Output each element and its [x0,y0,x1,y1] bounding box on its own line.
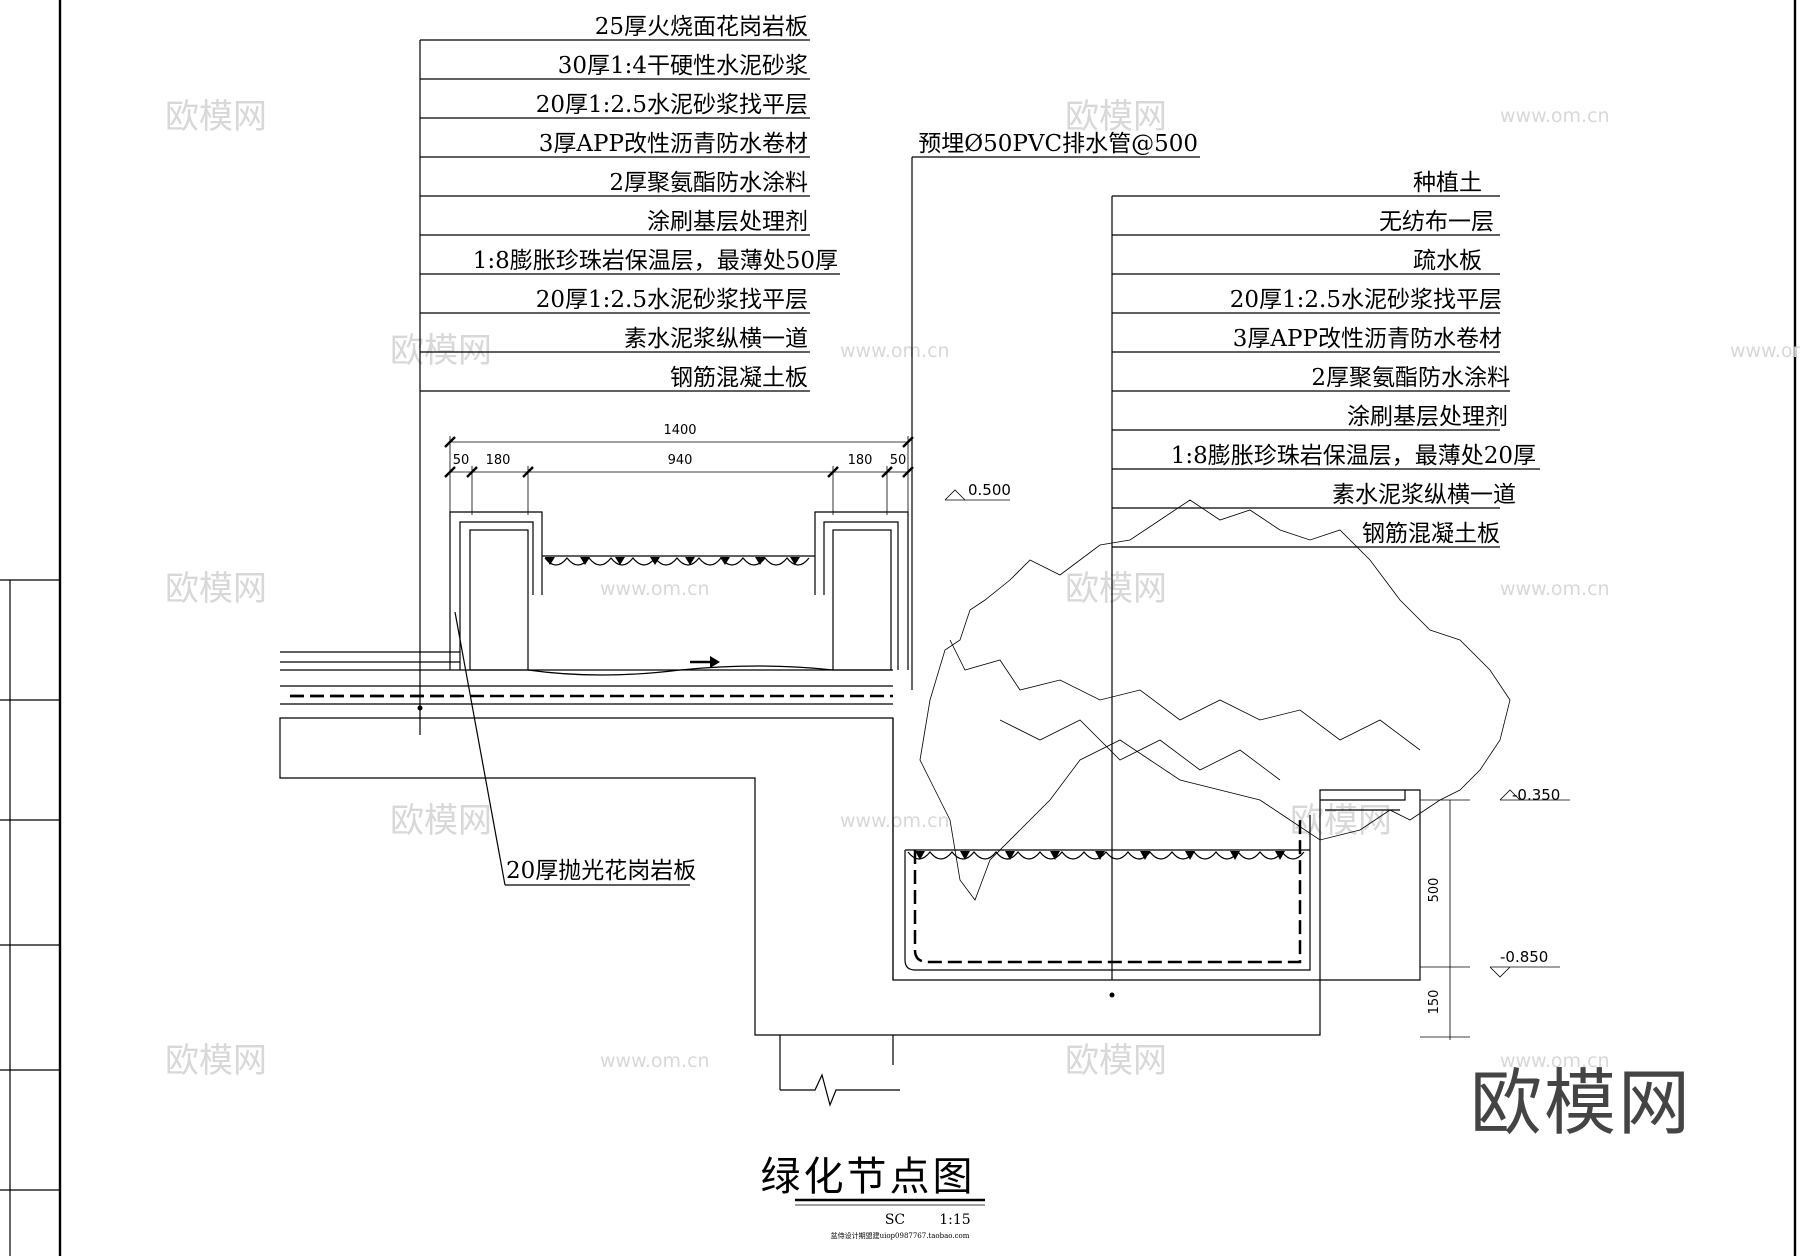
watermark-logo: 欧模网 [165,97,267,137]
left-label-10: 钢筋混凝土板 [670,365,808,391]
slab-break [779,1035,900,1107]
right-label-10: 钢筋混凝土板 [1362,521,1500,547]
left-label-1: 25厚火烧面花岗岩板 [595,14,808,40]
right-label-3: 疏水板 [1413,248,1482,274]
drainage-board-left [527,555,834,676]
waterproof-line-right [913,820,1302,964]
elevation-m0850: -0.850 [1500,948,1548,966]
pipe-label: 预埋Ø50PVC排水管@500 [918,131,1198,157]
vertical-dimensions: 500 150 [1420,799,1470,1040]
left-label-7: 1:8膨胀珍珠岩保温层，最薄处50厚 [473,248,838,274]
watermark-logo: 欧模网 [1290,801,1392,841]
right-label-1: 种植土 [1413,170,1482,196]
right-callouts: 种植土 无纺布一层 疏水板 20厚1:2.5水泥砂浆找平层 3厚APP改性沥青防… [1109,170,1540,998]
scale-value: 1:15 [939,1212,970,1228]
planter-right [892,718,1406,980]
watermark-logo: 欧模网 [1065,97,1167,137]
bottom-callout: 20厚抛光花岗岩板 [454,611,696,886]
watermark-url: www.om.cn [1730,340,1800,362]
elevation-m0350: -0.350 [1512,786,1560,804]
elevation-0500: 0.500 [968,481,1011,499]
watermark-url: www.om.cn [1500,1050,1610,1072]
page-title: 绿化节点图 [761,1154,976,1200]
watermarks: 欧模网 欧模网 www.om.cn 欧模网 www.om.cn www.om.c… [165,97,1800,1145]
left-label-2: 30厚1:4干硬性水泥砂浆 [558,53,808,79]
planter-wall-right [832,529,892,671]
scale-code: SC [885,1212,905,1228]
watermark-logo-large: 欧模网 [1470,1061,1692,1145]
watermark-url: www.om.cn [1500,105,1610,127]
right-label-2: 无纺布一层 [1379,209,1494,235]
watermark-logo: 欧模网 [390,801,492,841]
watermark-url: www.om.cn [1500,578,1610,600]
dim-50-right: 50 [890,453,907,468]
dimension-chain: 1400 50 180 940 180 50 [444,423,914,515]
left-label-6: 涂刷基层处理剂 [647,209,808,235]
vegetation-outline [919,499,1511,901]
watermark-url: www.om.cn [600,1050,710,1072]
left-label-8: 20厚1:2.5水泥砂浆找平层 [536,287,808,313]
watermark-logo: 欧模网 [165,1041,267,1081]
watermark-url: www.om.cn [840,340,950,362]
watermark-logo: 欧模网 [1065,569,1167,609]
dim-180-left: 180 [486,453,511,468]
right-label-5: 3厚APP改性沥青防水卷材 [1233,326,1502,352]
footnote: 盆侍设计期盟建uiop0987767.taobao.com [831,1231,970,1240]
right-label-9: 素水泥浆纵横一道 [1332,482,1516,508]
dim-180-right: 180 [848,453,873,468]
left-label-9: 素水泥浆纵横一道 [624,326,808,352]
right-label-6: 2厚聚氨酯防水涂料 [1311,365,1510,391]
elevation-marks: 0.500 -0.350 -0.850 [944,481,1570,978]
watermark-logo: 欧模网 [1065,1041,1167,1081]
pipe-callout: 预埋Ø50PVC排水管@500 [911,131,1200,690]
dim-total: 1400 [663,423,696,438]
dim-vertical-500: 500 [1427,878,1442,903]
left-label-3: 20厚1:2.5水泥砂浆找平层 [536,92,808,118]
watermark-url: www.om.cn [600,578,710,600]
left-label-5: 2厚聚氨酯防水涂料 [609,170,808,196]
dim-940: 940 [668,453,693,468]
right-label-7: 涂刷基层处理剂 [1347,404,1508,430]
section-structure [279,499,1511,1107]
planter-wall-left [469,529,529,671]
watermark-url: www.om.cn [840,810,950,832]
bottom-label: 20厚抛光花岗岩板 [506,858,696,884]
concrete-slab [279,717,1421,1036]
watermark-logo: 欧模网 [390,331,492,371]
left-callouts: 25厚火烧面花岗岩板 30厚1:4干硬性水泥砂浆 20厚1:2.5水泥砂浆找平层… [417,14,840,735]
right-label-8: 1:8膨胀珍珠岩保温层，最薄处20厚 [1171,443,1536,469]
right-label-4: 20厚1:2.5水泥砂浆找平层 [1230,287,1502,313]
left-label-4: 3厚APP改性沥青防水卷材 [539,131,808,157]
title-block: 绿化节点图 SC 1:15 盆侍设计期盟建uiop0987767.taobao.… [761,1154,985,1240]
dim-vertical-150: 150 [1427,990,1442,1015]
watermark-logo: 欧模网 [165,569,267,609]
dim-50-left: 50 [453,453,470,468]
